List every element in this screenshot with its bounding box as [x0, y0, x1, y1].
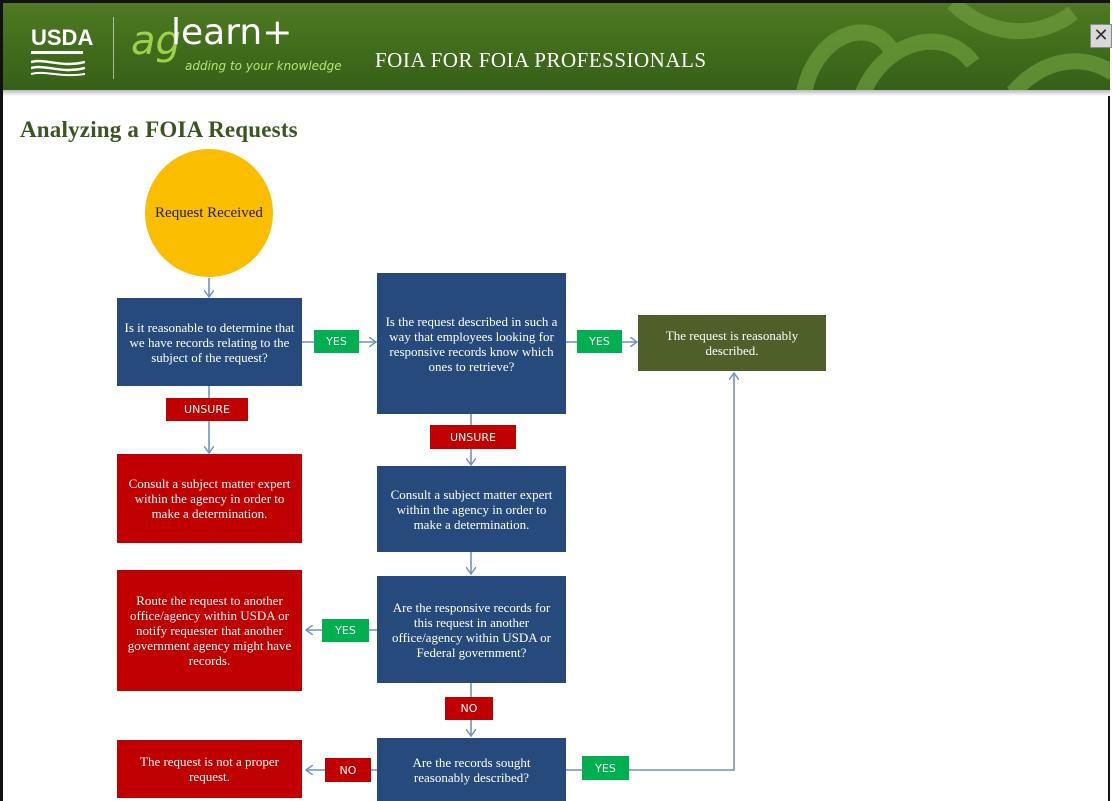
route-request: Route the request to another office/agen… — [117, 570, 302, 691]
brand-tagline: adding to your knowledge — [185, 59, 342, 73]
decorative-swirl — [796, 3, 1110, 90]
question-records-exist: Is it reasonable to determine that we ha… — [117, 298, 302, 386]
question-records-described: Are the records sought reasonably descri… — [377, 738, 566, 801]
app-header: USDA ag learn+ adding to your knowledge … — [3, 3, 1110, 90]
arrow-q4-to-result — [566, 373, 734, 771]
not-proper-request: The request is not a proper request. — [117, 740, 302, 798]
header-divider — [113, 17, 114, 79]
brand-learn: learn+ — [171, 12, 293, 53]
label-no-q3: NO — [445, 697, 493, 720]
label-yes-q4: YES — [582, 756, 629, 780]
label-unsure-q1: UNSURE — [166, 398, 248, 421]
page-title: Analyzing a FOIA Requests — [20, 117, 298, 142]
usda-logo: USDA — [31, 25, 94, 50]
course-title: FOIA FOR FOIA PROFESSIONALS — [375, 48, 707, 72]
consult-expert-middle: Consult a subject matter expert within t… — [377, 466, 566, 552]
usda-logo-underline — [31, 51, 83, 54]
header-shadow — [3, 90, 1110, 96]
label-unsure-q2: UNSURE — [430, 425, 516, 449]
close-icon[interactable]: ✕ — [1090, 24, 1112, 48]
label-yes-q1: YES — [314, 330, 359, 353]
brand-ag: ag — [131, 18, 181, 64]
result-reasonably-described: The request is reasonably described. — [638, 315, 826, 371]
label-no-q4: NO — [325, 758, 371, 782]
usda-logo-wave — [31, 59, 85, 77]
question-other-office: Are the responsive records for this requ… — [377, 576, 566, 683]
start-request-received: Request Received — [145, 149, 273, 277]
label-yes-q3: YES — [322, 619, 369, 642]
question-request-described: Is the request described in such a way t… — [377, 273, 566, 414]
label-yes-q2: YES — [577, 330, 622, 353]
consult-expert-left: Consult a subject matter expert within t… — [117, 454, 302, 543]
